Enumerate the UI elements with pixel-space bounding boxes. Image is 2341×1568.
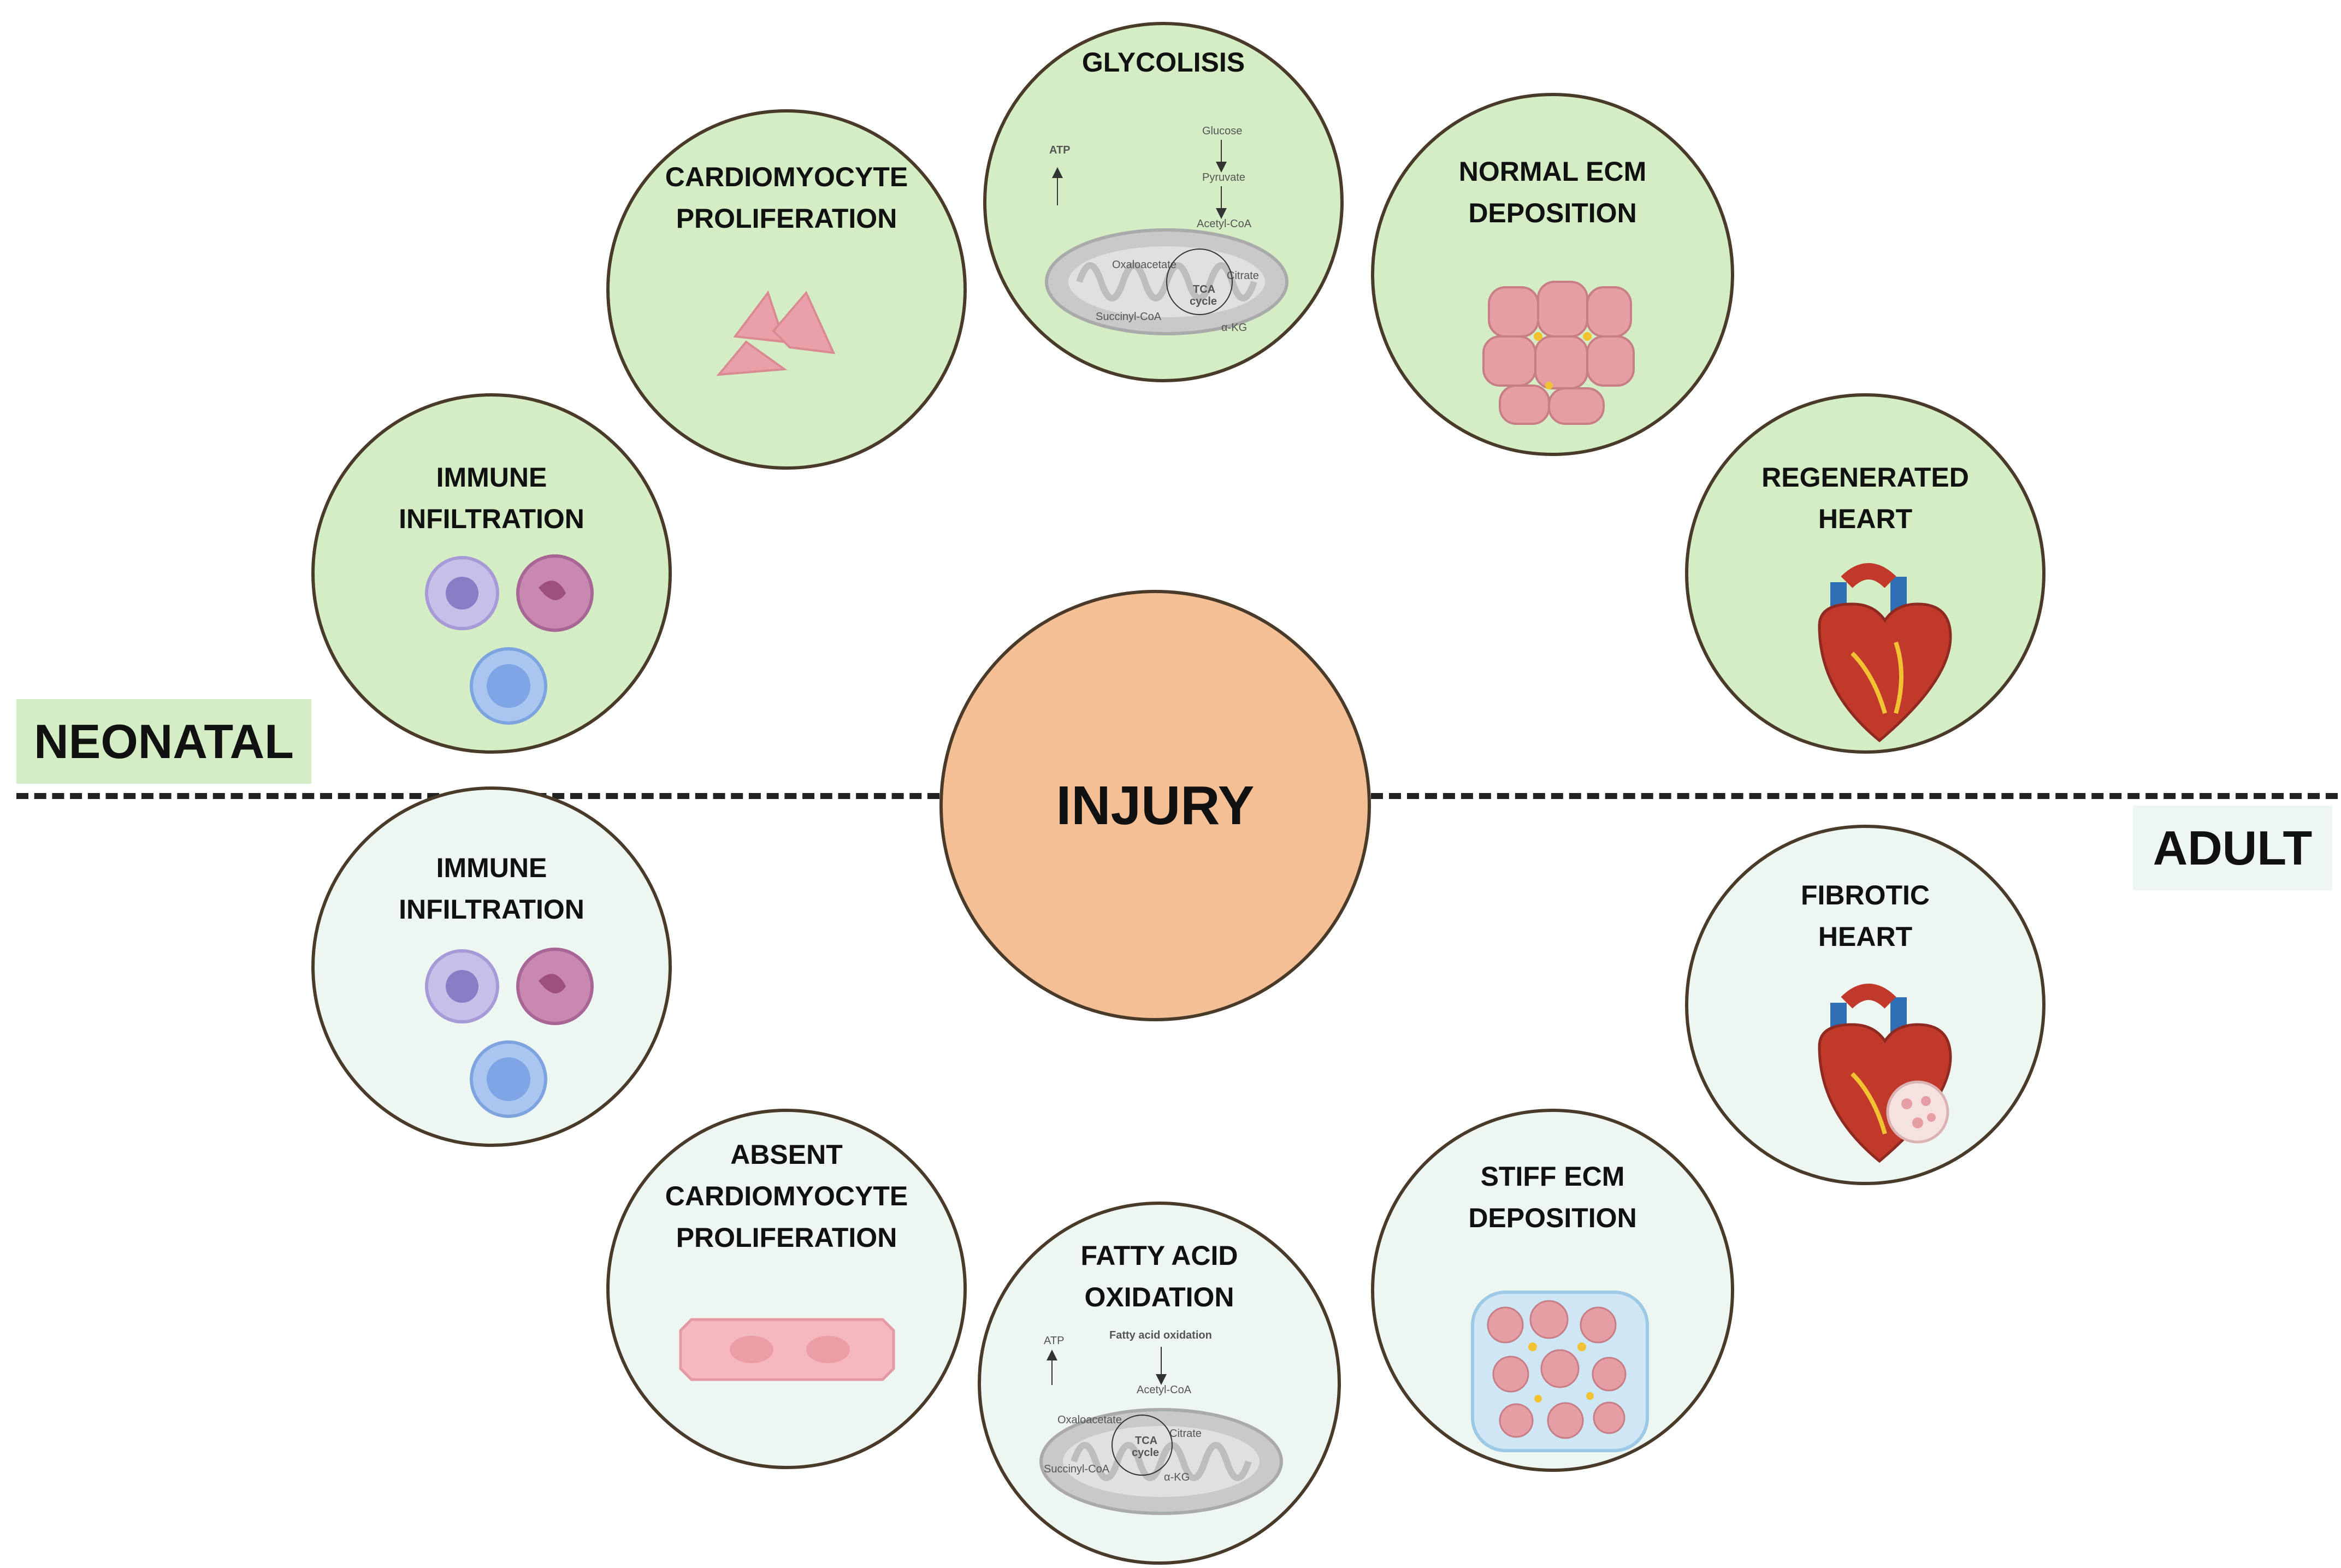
- absent-cardiomyocyte-circle: ABSENT CARDIOMYOCYTE PROLIFERATION: [606, 1109, 967, 1469]
- glycolysis-title: GLYCOLISIS: [1081, 47, 1245, 78]
- divider-right: [1371, 793, 2338, 799]
- fatty-acid-oxidation-title: FATTY ACID OXIDATION: [1080, 1240, 1238, 1312]
- neonatal-tag-label: NEONATAL: [34, 714, 294, 768]
- adult-immune-title: IMMUNE INFILTRATION: [399, 853, 584, 925]
- oxaloacetate-label: Oxaloacetate: [1112, 259, 1177, 271]
- fibrotic-scar-icon: [1886, 1080, 1949, 1144]
- adult-tag-label: ADULT: [2153, 820, 2313, 875]
- neonatal-immune-circle: IMMUNE INFILTRATION: [311, 393, 672, 754]
- neonatal-tag: NEONATAL: [16, 699, 311, 784]
- adult-immune-cells-icon: [425, 948, 594, 1118]
- fibrotic-heart-title: FIBROTIC HEART: [1800, 880, 1930, 952]
- cardiomyocyte-proliferation-title: CARDIOMYOCYTE PROLIFERATION: [665, 162, 908, 234]
- glycolysis-circle: GLYCOLISIS ATP Glucose Pyruvate Acetyl-C…: [983, 22, 1344, 382]
- stiff-ecm-circle: STIFF ECM DEPOSITION: [1371, 1109, 1734, 1472]
- glucose-label: Glucose: [1202, 125, 1242, 137]
- regenerated-heart-icon: [1818, 563, 1952, 743]
- injury-label: INJURY: [1056, 774, 1255, 836]
- fatty-acid-pathway-diagram: ATP Fatty acid oxidation Acetyl-CoA Oxal…: [1039, 1329, 1283, 1515]
- fa-citrate-label: Citrate: [1169, 1428, 1202, 1440]
- acetyl-coa-label: Acetyl-CoA: [1197, 218, 1252, 230]
- succinyl-coa-label: Succinyl-CoA: [1096, 311, 1162, 323]
- stiff-ecm-title: STIFF ECM DEPOSITION: [1468, 1161, 1637, 1233]
- fibrotic-heart-icon: [1818, 984, 1952, 1163]
- fatty-acid-oxidation-circle: FATTY ACID OXIDATION ATP Fatty acid oxid…: [978, 1202, 1341, 1565]
- atp-label: ATP: [1049, 144, 1071, 156]
- tca-label: TCA: [1193, 283, 1215, 295]
- adult-immune-circle: IMMUNE INFILTRATION: [311, 786, 672, 1147]
- cardiomyocyte-proliferation-circle: CARDIOMYOCYTE PROLIFERATION: [606, 109, 967, 470]
- normal-ecm-tissue-icon: [1482, 281, 1635, 425]
- fa-acetyl-coa-label: Acetyl-CoA: [1137, 1384, 1192, 1396]
- fa-succinyl-coa-label: Succinyl-CoA: [1044, 1463, 1110, 1475]
- injury-circle: INJURY: [939, 590, 1371, 1021]
- akg-label: α-KG: [1221, 322, 1247, 334]
- regenerated-heart-circle: REGENERATED HEART: [1685, 393, 2046, 754]
- immune-cells-icon: [425, 554, 594, 725]
- fibrotic-heart-circle: FIBROTIC HEART: [1685, 825, 2046, 1185]
- fao-label: Fatty acid oxidation: [1109, 1329, 1212, 1341]
- glycolysis-pathway-diagram: ATP Glucose Pyruvate Acetyl-CoA Oxaloace…: [1045, 125, 1288, 335]
- citrate-label: Citrate: [1227, 270, 1259, 282]
- normal-ecm-title: NORMAL ECM DEPOSITION: [1458, 156, 1647, 228]
- normal-ecm-circle: NORMAL ECM DEPOSITION: [1371, 93, 1734, 456]
- cycle-label: cycle: [1190, 295, 1217, 307]
- stiff-ecm-tissue-icon: [1471, 1291, 1649, 1452]
- fa-atp-label: ATP: [1044, 1335, 1064, 1347]
- fa-tca-label: TCA: [1135, 1435, 1157, 1447]
- absent-cardiomyocyte-title: ABSENT CARDIOMYOCYTE PROLIFERATION: [665, 1139, 908, 1253]
- neonatal-immune-title: IMMUNE INFILTRATION: [399, 462, 584, 534]
- fa-cycle-label: cycle: [1132, 1447, 1159, 1459]
- regenerated-heart-title: REGENERATED HEART: [1761, 462, 1969, 534]
- adult-cardiomyocyte-icon: [679, 1318, 895, 1381]
- fa-akg-label: α-KG: [1164, 1471, 1190, 1483]
- pyruvate-label: Pyruvate: [1202, 171, 1245, 184]
- fa-oxaloacetate-label: Oxaloacetate: [1057, 1414, 1122, 1426]
- adult-tag: ADULT: [2133, 806, 2332, 890]
- proliferating-cardiomyocytes-icon: [716, 290, 836, 376]
